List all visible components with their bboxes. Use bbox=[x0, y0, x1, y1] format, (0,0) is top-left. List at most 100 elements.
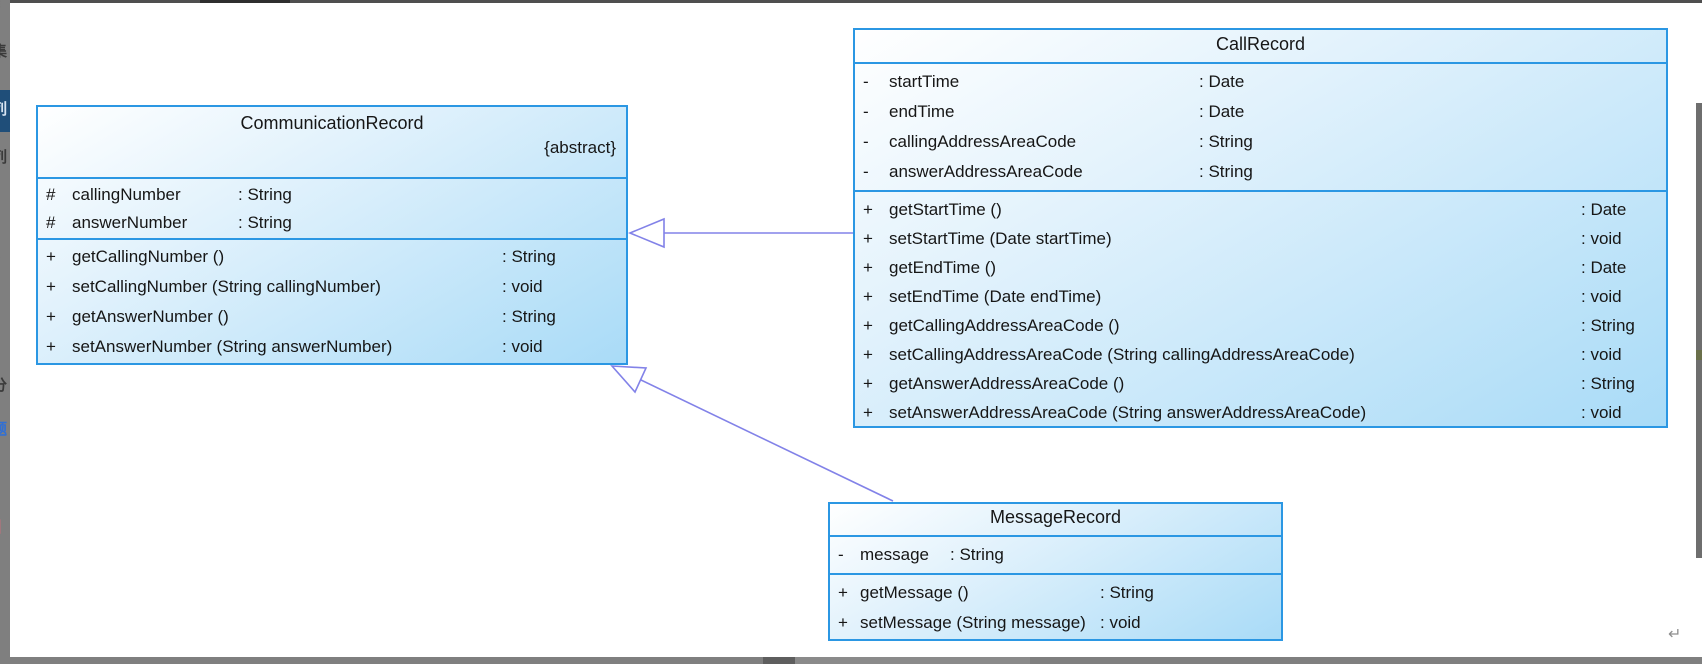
visibility-symbol: + bbox=[863, 258, 873, 277]
paragraph-mark: ↵ bbox=[1668, 626, 1682, 643]
method-return-type: : String bbox=[1581, 316, 1635, 335]
method-row: + setAnswerAddressAreaCode (String answe… bbox=[855, 398, 1666, 427]
left-edge-text-fragment: 题 bbox=[0, 422, 10, 438]
method-return-type: : Date bbox=[1581, 200, 1627, 219]
class-title-compartment: CallRecord bbox=[855, 30, 1666, 62]
attribute-row: # callingNumber : String bbox=[38, 181, 626, 209]
attributes-compartment: - message : String bbox=[830, 535, 1281, 573]
left-edge-text-fragment: 集 bbox=[0, 44, 10, 60]
method-row: + setEndTime (Date endTime) : void bbox=[855, 282, 1666, 311]
class-box-callrecord[interactable]: CallRecord - startTime : Date - endTime … bbox=[853, 28, 1668, 428]
method-name: setCallingAddressAreaCode (String callin… bbox=[889, 345, 1355, 364]
visibility-symbol: + bbox=[863, 403, 873, 422]
attributes-compartment: # callingNumber : String # answerNumber … bbox=[38, 177, 626, 238]
attribute-name: answerNumber bbox=[72, 213, 188, 232]
method-name: getAnswerAddressAreaCode () bbox=[889, 374, 1125, 393]
visibility-symbol: - bbox=[863, 162, 869, 181]
left-edge-text-fragment: 纟 bbox=[0, 254, 10, 270]
method-row: + getCallingNumber () : String bbox=[38, 242, 626, 272]
attribute-row: - callingAddressAreaCode : String bbox=[855, 127, 1666, 157]
method-row: + setCallingAddressAreaCode (String call… bbox=[855, 340, 1666, 369]
left-edge-text-fragment: 列 bbox=[0, 102, 10, 118]
visibility-symbol: + bbox=[46, 247, 56, 266]
method-name: setAnswerAddressAreaCode (String answerA… bbox=[889, 403, 1367, 422]
left-edge-text-fragment: 分 bbox=[0, 378, 10, 394]
hollow-triangle-icon bbox=[610, 365, 648, 394]
visibility-symbol: + bbox=[46, 337, 56, 356]
method-return-type: : void bbox=[1581, 229, 1622, 248]
method-row: + setCallingNumber (String callingNumber… bbox=[38, 272, 626, 302]
visibility-symbol: - bbox=[863, 102, 869, 121]
method-name: getEndTime () bbox=[889, 258, 997, 277]
attribute-name: endTime bbox=[889, 102, 955, 121]
class-name: CallRecord bbox=[1215, 34, 1306, 54]
generalization-messagerecord-arrow[interactable] bbox=[610, 365, 894, 502]
method-row: + getAnswerAddressAreaCode () : String bbox=[855, 369, 1666, 398]
visibility-symbol: + bbox=[838, 583, 848, 602]
right-window-edge bbox=[1696, 103, 1702, 558]
attribute-type: : String bbox=[1199, 162, 1253, 181]
method-row: + setAnswerNumber (String answerNumber) … bbox=[38, 332, 626, 362]
method-name: getAnswerNumber () bbox=[72, 307, 229, 326]
attribute-row: # answerNumber : String bbox=[38, 209, 626, 237]
method-row: + getStartTime () : Date bbox=[855, 195, 1666, 224]
hollow-triangle-icon bbox=[627, 217, 665, 249]
class-title-compartment: MessageRecord bbox=[830, 504, 1281, 535]
method-row: + getCallingAddressAreaCode () : String bbox=[855, 311, 1666, 340]
attribute-type: : String bbox=[1199, 132, 1253, 151]
attribute-name: callingNumber bbox=[72, 185, 181, 204]
abstract-stereotype: {abstract} bbox=[544, 138, 616, 157]
visibility-symbol: # bbox=[46, 213, 56, 232]
attribute-row: - endTime : Date bbox=[855, 97, 1666, 127]
method-return-type: : Date bbox=[1581, 258, 1627, 277]
method-return-type: : String bbox=[502, 247, 556, 266]
right-edge-speck bbox=[1696, 350, 1702, 360]
visibility-symbol: + bbox=[838, 613, 848, 632]
bottom-edge-segment-dark bbox=[763, 657, 795, 664]
method-return-type: : String bbox=[502, 307, 556, 326]
method-name: setMessage (String message) bbox=[860, 613, 1086, 632]
generalization-callrecord-arrow[interactable] bbox=[627, 217, 853, 249]
class-name: CommunicationRecord bbox=[240, 113, 424, 133]
attribute-name: startTime bbox=[889, 72, 960, 91]
attribute-name: message bbox=[860, 545, 929, 564]
method-row: + setStartTime (Date startTime) : void bbox=[855, 224, 1666, 253]
attributes-compartment: - startTime : Date - endTime : Date - ca… bbox=[855, 62, 1666, 190]
method-name: getStartTime () bbox=[889, 200, 1002, 219]
visibility-symbol: + bbox=[46, 277, 56, 296]
methods-compartment: + getCallingNumber () : String + setCall… bbox=[38, 238, 626, 362]
attribute-row: - answerAddressAreaCode : String bbox=[855, 157, 1666, 187]
method-name: getCallingAddressAreaCode () bbox=[889, 316, 1120, 335]
top-edge-segment bbox=[200, 0, 290, 3]
left-edge-text-fragment: 丨 bbox=[0, 520, 10, 536]
method-return-type: : void bbox=[1581, 345, 1622, 364]
attribute-type: : Date bbox=[1199, 72, 1245, 91]
visibility-symbol: + bbox=[863, 345, 873, 364]
method-row: + setMessage (String message) : void bbox=[830, 608, 1281, 638]
class-box-messagerecord[interactable]: MessageRecord - message : String + getMe… bbox=[828, 502, 1283, 641]
class-name: MessageRecord bbox=[989, 507, 1122, 527]
method-return-type: : void bbox=[1581, 287, 1622, 306]
visibility-symbol: + bbox=[863, 287, 873, 306]
attribute-name: callingAddressAreaCode bbox=[889, 132, 1077, 151]
attribute-type: : Date bbox=[1199, 102, 1245, 121]
attribute-row: - startTime : Date bbox=[855, 67, 1666, 97]
bottom-window-edge bbox=[0, 657, 1702, 664]
attribute-type: : String bbox=[950, 545, 1004, 564]
left-window-edge: ≡集列列纟分题0丨 bbox=[0, 0, 10, 657]
method-row: + getMessage () : String bbox=[830, 578, 1281, 608]
method-row: + getAnswerNumber () : String bbox=[38, 302, 626, 332]
method-return-type: : void bbox=[502, 337, 543, 356]
method-row: + getEndTime () : Date bbox=[855, 253, 1666, 282]
top-window-edge bbox=[0, 0, 1702, 3]
method-return-type: : void bbox=[502, 277, 543, 296]
class-box-communicationrecord[interactable]: CommunicationRecord {abstract} # calling… bbox=[36, 105, 628, 365]
method-name: setEndTime (Date endTime) bbox=[889, 287, 1102, 306]
method-return-type: : void bbox=[1100, 613, 1141, 632]
class-title-compartment: CommunicationRecord {abstract} bbox=[38, 107, 626, 177]
visibility-symbol: - bbox=[838, 545, 844, 564]
visibility-symbol: - bbox=[863, 72, 869, 91]
visibility-symbol: - bbox=[863, 132, 869, 151]
method-name: setCallingNumber (String callingNumber) bbox=[72, 277, 381, 296]
visibility-symbol: + bbox=[46, 307, 56, 326]
